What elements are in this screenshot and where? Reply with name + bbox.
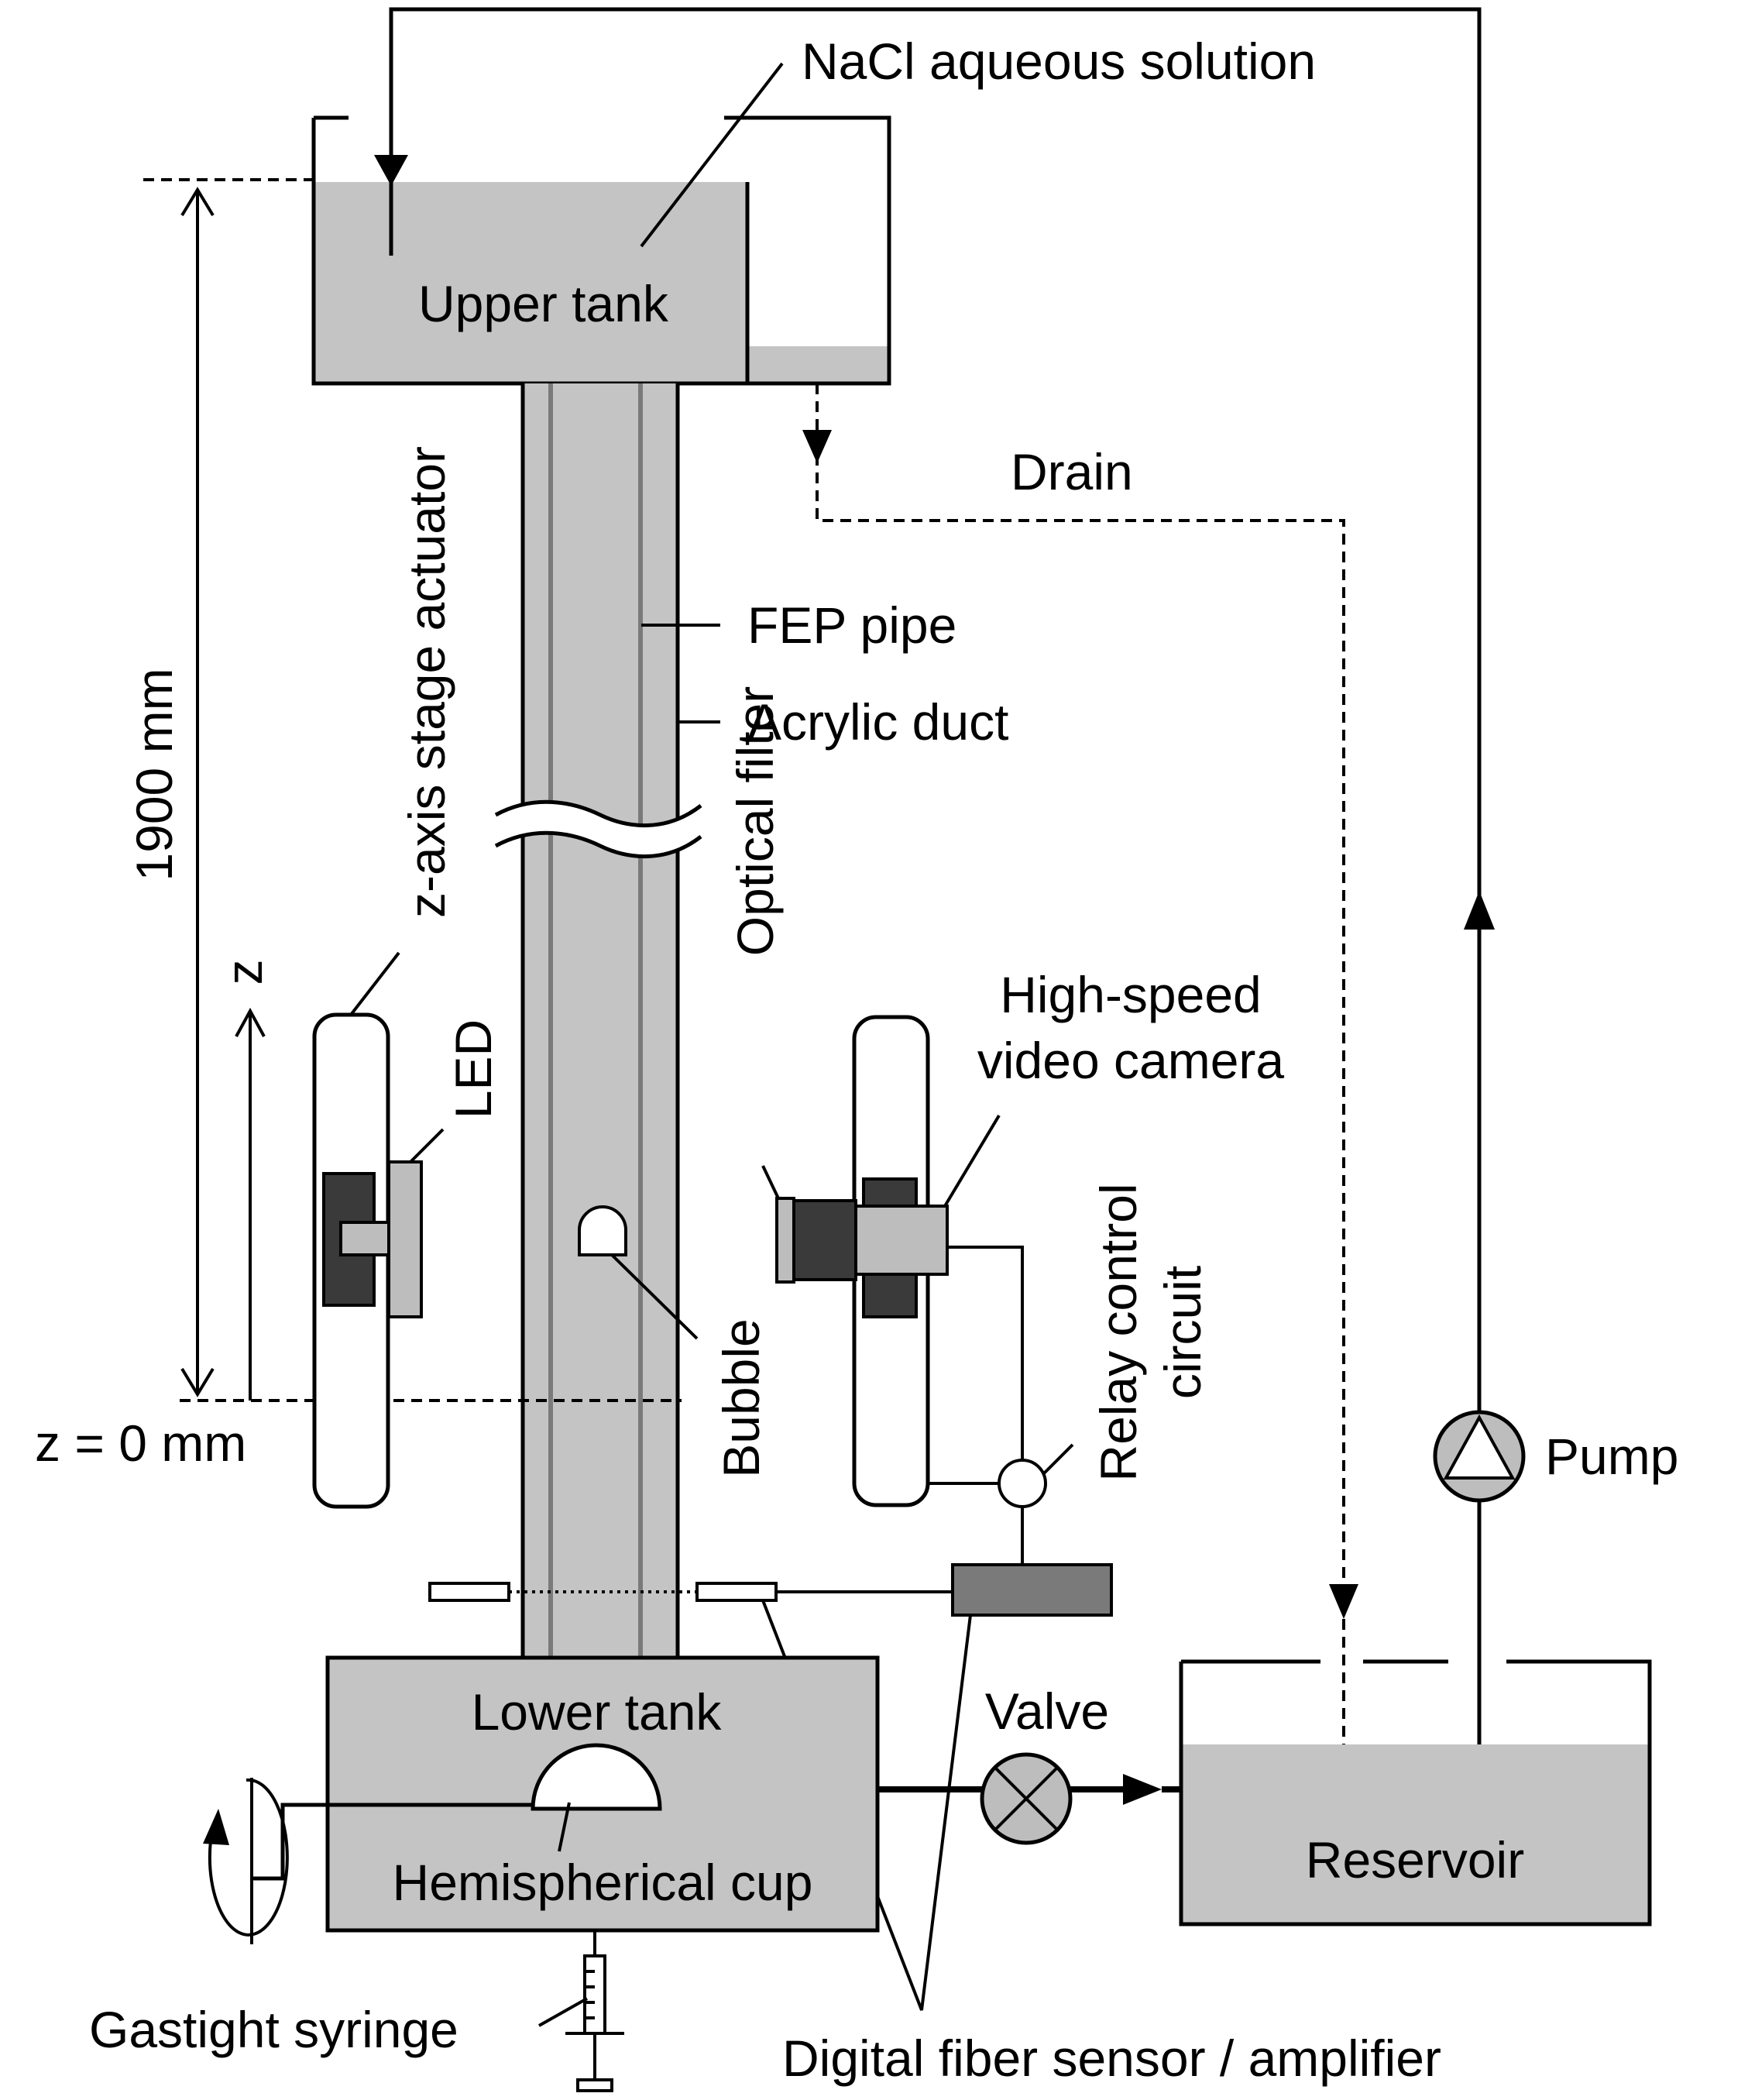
pump-icon: [1433, 1410, 1526, 1503]
led-label: LED: [445, 1019, 502, 1119]
lower-tank: [252, 1655, 880, 1933]
actuator-leader: [349, 951, 400, 1016]
hemispherical-cup-label: Hemispherical cup: [393, 1854, 813, 1911]
camera-leader: [943, 1114, 1001, 1208]
height-dimension: [143, 178, 314, 1397]
digital-fiber-sensor: [428, 1563, 1113, 1617]
upper-tank-label: Upper tank: [418, 275, 669, 332]
break-symbol: [494, 799, 702, 859]
acrylic-duct: [520, 383, 680, 1658]
syringe-label: Gastight syringe: [89, 2001, 458, 2058]
upper-tank: [311, 115, 891, 386]
z-axis-actuator-label: z-axis stage actuator: [398, 446, 455, 918]
nacl-leader: [640, 62, 784, 248]
camera-body: [854, 1205, 949, 1276]
bubble-leader: [610, 1253, 699, 1340]
gastight-syringe-icon: [565, 1930, 624, 2092]
relay-label-line2: circuit: [1154, 1266, 1211, 1399]
reservoir-label: Reservoir: [1306, 1831, 1524, 1889]
relay-label-line1: Relay control: [1090, 1183, 1147, 1481]
upflow-arrowhead: [1464, 891, 1495, 930]
bubble-shape: [578, 1205, 627, 1256]
relay-leader: [1042, 1443, 1074, 1475]
optical-filter-element: [775, 1197, 795, 1284]
z-axis-label: z: [215, 960, 273, 985]
valve-label: Valve: [985, 1682, 1109, 1740]
valve-line: [877, 1774, 1181, 1805]
flow-arrowhead: [1123, 1774, 1162, 1805]
optical-filter-label: Optical filter: [726, 686, 784, 956]
reservoir: [1179, 1659, 1652, 1926]
valve-icon: [980, 1752, 1073, 1845]
z-axis-stage-actuator-right: [775, 1015, 949, 1507]
syringe-leader: [538, 1997, 588, 2027]
camera-label-line1: High-speed: [1000, 966, 1262, 1023]
height-label: 1900 mm: [125, 668, 183, 881]
drain-label: Drain: [1011, 443, 1133, 500]
z-axis-arrow: [235, 1007, 266, 1401]
pump-label: Pump: [1545, 1428, 1678, 1485]
nacl-label: NaCl aqueous solution: [802, 33, 1316, 90]
inflow-arrowhead: [374, 155, 408, 186]
lower-tank-label: Lower tank: [472, 1683, 723, 1741]
z-zero-label: z = 0 mm: [35, 1414, 246, 1472]
rotation-icon: [203, 1778, 289, 1944]
relay-wiring: [928, 1246, 1047, 1565]
led-element: [387, 1160, 423, 1318]
camera-label-line2: video camera: [977, 1032, 1284, 1089]
optical-filter-leader: [761, 1165, 780, 1199]
fiber-sensor-label: Digital fiber sensor / amplifier: [782, 2030, 1441, 2087]
fep-pipe-label: FEP pipe: [747, 596, 956, 654]
fiber-amplifier: [951, 1563, 1113, 1617]
return-line: [374, 7, 1495, 1784]
relay-switch: [998, 1459, 1047, 1508]
acrylic-duct-label: Acrylic duct: [747, 693, 1008, 751]
cup-leader: [558, 1802, 571, 1852]
z-axis-stage-actuator-left: [312, 1012, 423, 1509]
led-leader: [409, 1128, 445, 1163]
bubble-label: Bubble: [713, 1318, 770, 1478]
drain-line: [802, 383, 1358, 1786]
hemispherical-cup-shape: [531, 1743, 662, 1811]
